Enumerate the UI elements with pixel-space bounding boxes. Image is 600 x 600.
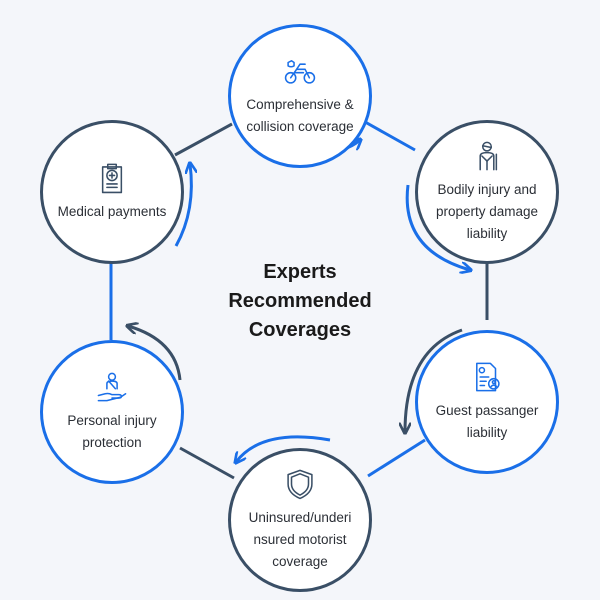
- node-comprehensive-collision: Comprehensive & collision coverage: [228, 24, 372, 168]
- node-bodily-injury: Bodily injury and property damage liabil…: [415, 120, 559, 264]
- center-title-line: Recommended: [228, 290, 372, 312]
- node-label: Guest passanger liability: [435, 403, 539, 440]
- arc-arrow-uninsured: [236, 435, 331, 462]
- connector-uninsured-to-personal: [179, 446, 235, 480]
- center-title: Experts Recommended Coverages: [200, 258, 400, 345]
- injured-person-icon: [470, 139, 504, 173]
- connector-guest-to-uninsured: [367, 438, 426, 478]
- connector-comprehensive-to-bodily: [357, 116, 416, 152]
- shield-icon: [283, 467, 317, 501]
- arc-arrow-personal: [128, 326, 182, 381]
- node-guest-passenger: Guest passanger liability: [415, 330, 559, 474]
- arc-arrow-medical: [174, 164, 191, 247]
- arc-arrow-guest: [405, 328, 463, 432]
- document-person-icon: [470, 360, 504, 394]
- node-label: Uninsured/underi nsured motorist coverag…: [248, 510, 352, 569]
- node-label: Medical payments: [57, 204, 167, 219]
- motorcycle-icon: [283, 54, 317, 88]
- center-title-line: Coverages: [248, 319, 352, 341]
- hand-person-icon: [95, 370, 129, 404]
- node-label: Bodily injury and property damage liabil…: [435, 182, 539, 241]
- connector-medical-to-comprehensive: [174, 122, 233, 157]
- node-personal-injury: Personal injury protection: [40, 340, 184, 484]
- node-label: Comprehensive & collision coverage: [246, 97, 354, 134]
- node-medical-payments: Medical payments: [40, 120, 184, 264]
- node-label: Personal injury protection: [67, 413, 157, 450]
- node-uninsured-motorist: Uninsured/underi nsured motorist coverag…: [228, 448, 372, 592]
- center-title-line: Experts: [263, 261, 337, 283]
- clipboard-medical-icon: [95, 161, 129, 195]
- arc-arrow-bodily: [405, 184, 470, 270]
